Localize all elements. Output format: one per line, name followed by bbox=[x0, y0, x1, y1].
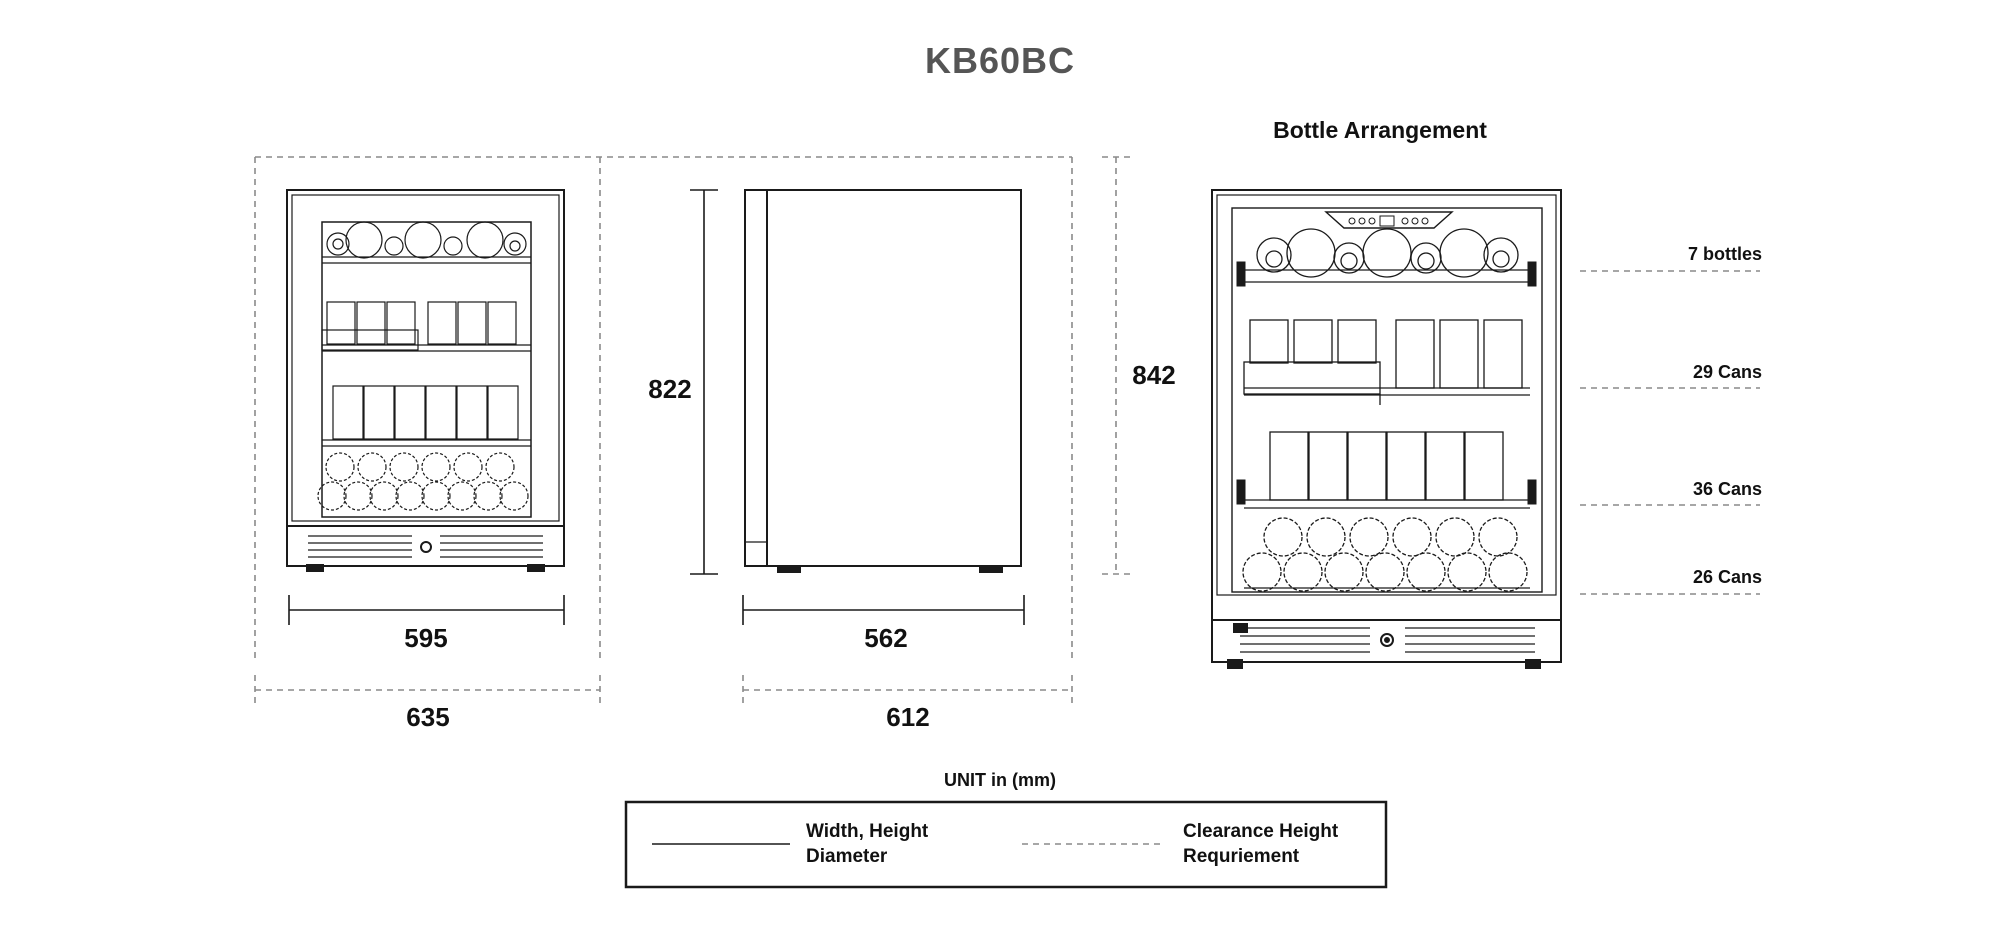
legend-dashed-label: Clearance Height Requriement bbox=[1183, 819, 1338, 869]
page-title: KB60BC bbox=[924, 40, 1076, 81]
dim-clearance-height: 842 bbox=[1132, 360, 1176, 390]
bottle-arrangement-title: Bottle Arrangement bbox=[1273, 117, 1487, 143]
legend-solid-label: Width, Height Diameter bbox=[806, 819, 928, 869]
dim-side-depth: 562 bbox=[864, 623, 908, 653]
front-view-drawing bbox=[286, 189, 565, 572]
legend-dashed-line-1: Clearance Height bbox=[1183, 821, 1339, 842]
capacity-label: 36 Cans bbox=[1692, 479, 1762, 499]
dim-clearance-depth: 612 bbox=[886, 702, 930, 732]
dimension-lines bbox=[288, 189, 1025, 625]
dim-front-width: 595 bbox=[404, 623, 448, 653]
capacity-label: 29 Cans bbox=[1692, 362, 1762, 382]
bottle-arrangement-drawing bbox=[1211, 189, 1562, 669]
legend-solid-line-2: Diameter bbox=[806, 846, 888, 867]
legend-dashed-line-2: Requriement bbox=[1183, 846, 1300, 867]
dim-clearance-width: 635 bbox=[406, 702, 450, 732]
capacity-label: 26 Cans bbox=[1692, 567, 1762, 587]
legend-box bbox=[624, 800, 1388, 889]
capacity-label: 7 bottles bbox=[1687, 244, 1762, 264]
clearance-outline bbox=[254, 156, 1760, 705]
unit-label: UNIT in (mm) bbox=[944, 770, 1056, 790]
dim-height: 822 bbox=[648, 374, 692, 404]
side-view-drawing bbox=[744, 189, 1022, 573]
legend-solid-line-1: Width, Height bbox=[806, 821, 929, 842]
